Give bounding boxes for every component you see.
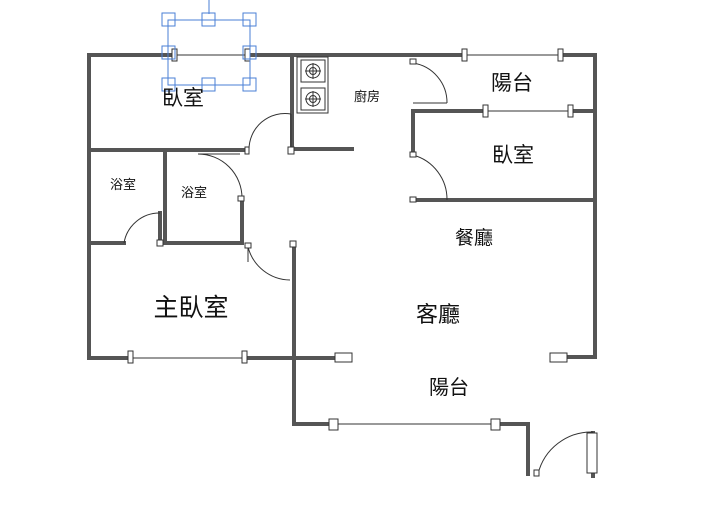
door-jamb: [237, 195, 245, 202]
windows: [127, 48, 598, 474]
room-label-balcony-top: 陽台: [491, 71, 533, 95]
selection-handle-icon[interactable]: [161, 45, 176, 60]
door-swing: [123, 212, 161, 244]
selection-box: [167, 19, 251, 86]
door-swing: [248, 113, 292, 151]
room-label-bathroom-mid: 浴室: [181, 185, 207, 201]
gas-stove-burner-icon: [296, 56, 329, 114]
selection-handle-icon[interactable]: [242, 77, 257, 92]
window-frame: [586, 432, 598, 474]
walls: [87, 53, 597, 478]
window-frame: [241, 350, 248, 364]
window-frame: [328, 418, 339, 431]
door-jamb: [533, 469, 540, 477]
room-label-living: 客廳: [416, 303, 460, 328]
window-frame: [490, 418, 501, 431]
selection-handle-icon[interactable]: [242, 12, 257, 27]
window-frame: [482, 104, 489, 118]
window-frame: [567, 104, 574, 118]
selection-handle-icon[interactable]: [161, 77, 176, 92]
door-jamb: [244, 146, 250, 155]
room-label-bedroom-right: 臥室: [492, 143, 534, 167]
door-swing: [197, 153, 243, 199]
window-frame: [461, 48, 468, 62]
window-frame: [127, 350, 134, 364]
door-swing: [412, 154, 448, 201]
door-jamb: [409, 58, 417, 65]
door-swing: [537, 431, 594, 475]
window-frame: [557, 48, 564, 62]
room-label-balcony-bottom: 陽台: [429, 375, 469, 399]
room-label-bathroom-left: 浴室: [110, 177, 136, 193]
selection-handle-icon[interactable]: [201, 77, 216, 92]
door-jamb: [289, 240, 297, 248]
door-jamb: [156, 239, 164, 247]
room-label-dining: 餐廳: [455, 227, 493, 249]
selection-handle-icon[interactable]: [201, 12, 216, 27]
door-swing: [412, 62, 448, 104]
room-label-master-bedroom: 主臥室: [153, 293, 228, 322]
doors: [123, 58, 594, 477]
room-labels: 臥室 廚房 陽台 臥室 浴室 浴室 餐廳 主臥室 客廳 陽台: [110, 71, 534, 399]
door-jamb: [409, 196, 417, 203]
selection-overlay[interactable]: [161, 0, 257, 92]
door-jamb: [409, 151, 417, 158]
door-jamb: [244, 242, 252, 249]
selection-handle-icon[interactable]: [242, 45, 257, 60]
window-frame: [549, 352, 568, 363]
room-label-bedroom-top-left: 臥室: [162, 86, 204, 110]
selection-handle-icon[interactable]: [161, 12, 176, 27]
door-swing: [247, 246, 291, 281]
room-label-kitchen: 廚房: [354, 89, 380, 105]
window-frame: [334, 352, 353, 363]
door-jamb: [287, 146, 295, 155]
